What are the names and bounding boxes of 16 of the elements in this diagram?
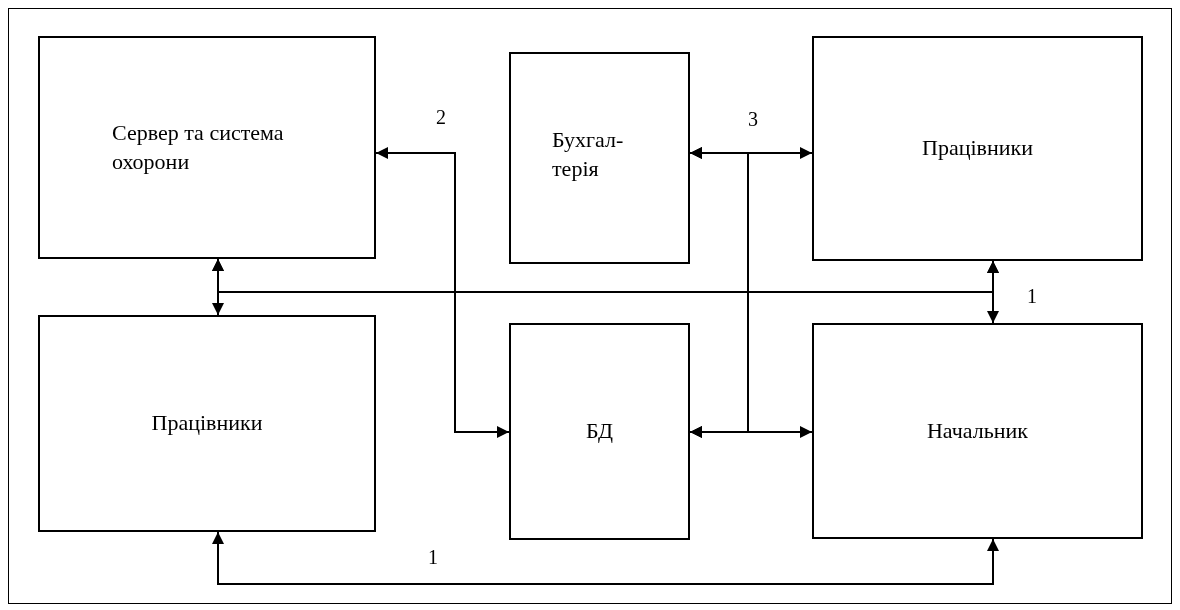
connector-arrow bbox=[375, 147, 510, 438]
connector-arrow bbox=[689, 147, 749, 438]
block-label: Начальник bbox=[926, 416, 1028, 445]
block-label: Сервер та система охорони bbox=[112, 118, 285, 176]
connector-arrow bbox=[212, 258, 999, 293]
block-box bbox=[812, 323, 1143, 539]
block-box bbox=[38, 36, 376, 259]
connector-arrow bbox=[212, 531, 999, 585]
block-label: Бухгал- терія bbox=[552, 126, 625, 183]
block-box bbox=[38, 315, 376, 532]
block-label: Працівники bbox=[922, 134, 1033, 163]
block-label: БД bbox=[586, 417, 613, 446]
block-box bbox=[509, 323, 690, 540]
block-box bbox=[812, 36, 1143, 261]
block-label: Працівники bbox=[151, 409, 263, 438]
block-box bbox=[509, 52, 690, 264]
